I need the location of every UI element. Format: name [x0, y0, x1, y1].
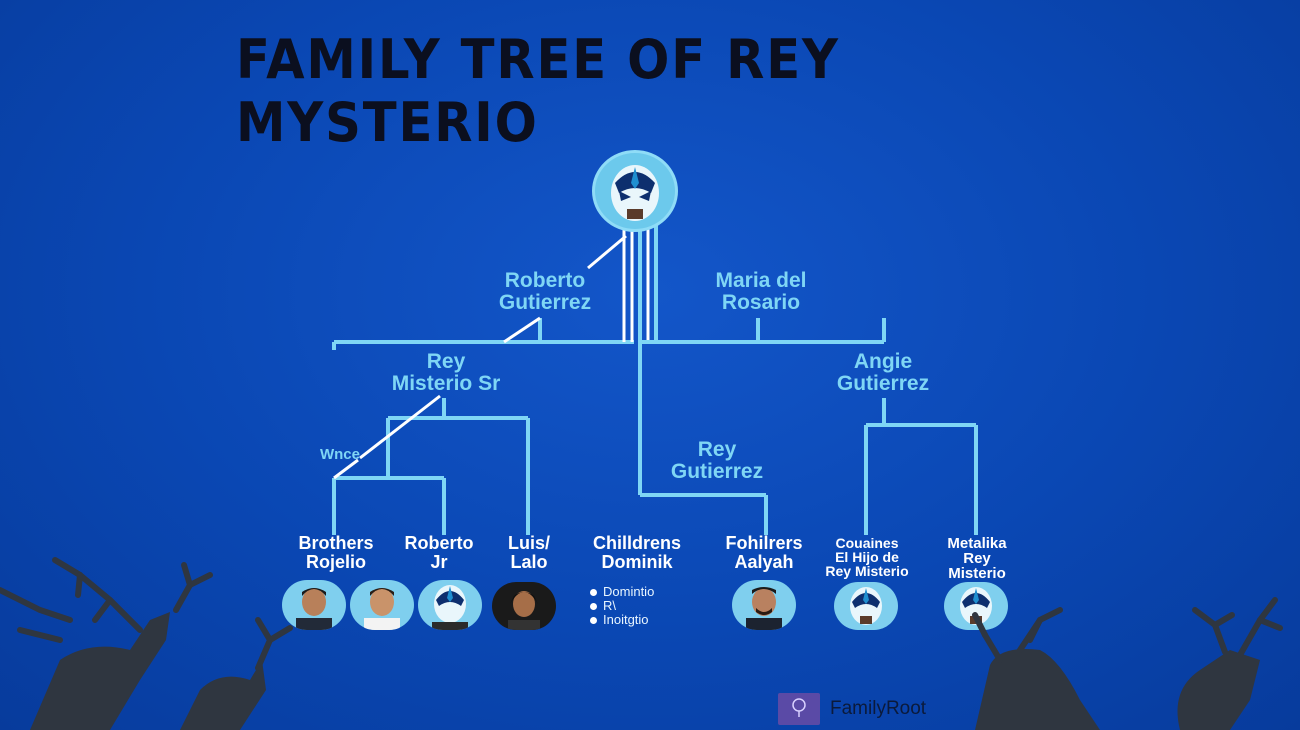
leaf-couaines-el-hijo: Couaines El Hijo de Rey Misterio [825, 535, 909, 579]
child-note-1: Domintio [590, 584, 654, 599]
bullet-icon [590, 589, 597, 597]
leaf-metalika: Metalika Rey Misterio [947, 535, 1007, 582]
luchador-mask-icon [432, 585, 468, 630]
familyroot-logo-icon [778, 693, 820, 725]
person-photo-icon [746, 587, 782, 630]
child-note-3: Inoitgtio [590, 612, 649, 627]
leaf-luis-lalo: Luis/ Lalo [507, 533, 550, 572]
person-photo-icon [364, 588, 400, 630]
node-rey-gutierrez: Rey Gutierrez [670, 438, 764, 484]
deer-left-icon [0, 557, 293, 730]
avatar-rojelio [282, 580, 346, 630]
luchador-mask-icon [850, 587, 882, 625]
avatar-aalyah [732, 580, 796, 630]
avatar-mask-el-hijo [834, 582, 898, 630]
node-wnce: Wnce [319, 446, 360, 463]
node-angie-gutierrez: Angie Gutierrez [836, 350, 930, 396]
bullet-icon [590, 603, 597, 611]
avatar-mask-leaf [418, 580, 482, 630]
avatar-roberto-jr [350, 580, 414, 630]
leaf-childrens-dominik: Chilldrens Dominik [592, 533, 681, 572]
bullet-icon [590, 617, 597, 625]
leaf-brothers-rojelio: Brothers Rojelio [298, 533, 374, 572]
node-rey-misterio-sr: Rey Misterio Sr [391, 350, 501, 396]
avatar-luis-lalo [492, 582, 556, 630]
node-roberto-gutierrez: Roberto Gutierrez [498, 269, 592, 315]
root-mask-avatar [592, 150, 678, 232]
child-note-2: R\ [590, 598, 616, 613]
brand-name: FamilyRoot [830, 698, 927, 719]
node-maria-del-rosario: Maria del Rosario [715, 269, 807, 315]
leaf-roberto-jr: Roberto Jr [404, 533, 474, 572]
leaf-fohilrers-aalyah: Fohilrers Aalyah [725, 533, 803, 572]
deer-right-icon [972, 597, 1283, 730]
page-title: FAMILY TREE OF REY MYSTERIO [236, 28, 840, 154]
person-photo-icon [508, 591, 540, 630]
luchador-mask-icon [611, 165, 659, 221]
person-photo-icon [296, 588, 332, 630]
brand-footer[interactable]: FamilyRoot [778, 693, 926, 725]
